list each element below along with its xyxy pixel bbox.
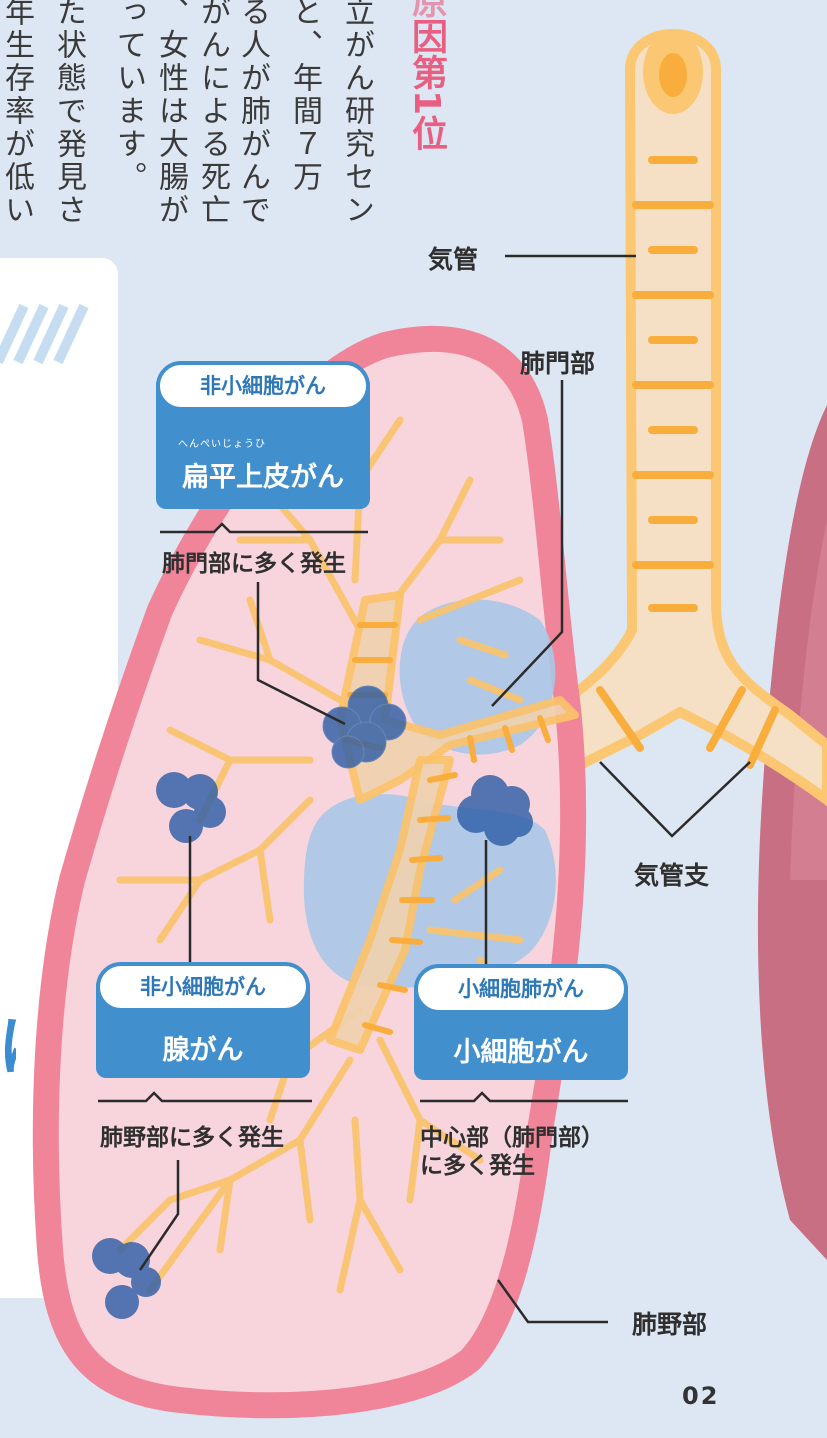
body-column-5: っています。 bbox=[111, 0, 146, 194]
accent-char-4: 位 bbox=[406, 115, 447, 152]
card-adeno: 非小細胞がん 腺がん bbox=[96, 962, 310, 1078]
card-adeno-name: 腺がん bbox=[162, 1035, 244, 1066]
leader-lines bbox=[98, 254, 751, 1324]
body-column-4: 、女性は大腸が bbox=[153, 0, 188, 227]
card-smallcell: 小細胞肺がん 小細胞がん bbox=[414, 964, 628, 1080]
body-column-0: 立がん研究セン bbox=[339, 0, 374, 227]
note-smallcell-line2: に多く発生 bbox=[420, 1153, 535, 1179]
note-smallcell-line1: 中心部（肺門部） bbox=[420, 1125, 604, 1151]
body-column-2: る人が肺がんで bbox=[235, 0, 270, 227]
tumor-center bbox=[457, 775, 533, 846]
card-squamous-category: 非小細胞がん bbox=[156, 361, 370, 411]
label-hilum: 肺門部 bbox=[520, 349, 596, 378]
tumor-hilum bbox=[322, 685, 407, 769]
card-smallcell-category: 小細胞肺がん bbox=[414, 964, 628, 1014]
body-column-3: がんによる死亡 bbox=[195, 0, 230, 227]
label-periphery: 肺野部 bbox=[632, 1310, 708, 1339]
note-adeno: 肺野部に多く発生 bbox=[100, 1125, 284, 1151]
card-smallcell-name: 小細胞がん bbox=[453, 1037, 589, 1068]
body-column-7: 年生存率が低い bbox=[0, 0, 34, 227]
accent-char-0: 原 bbox=[406, 0, 447, 18]
card-squamous-ruby: へんぺいじょうひ bbox=[178, 439, 266, 450]
label-trachea: 気管 bbox=[428, 245, 479, 274]
card-adeno-category: 非小細胞がん bbox=[96, 962, 310, 1012]
trachea bbox=[499, 29, 827, 809]
note-squamous: 肺門部に多く発生 bbox=[162, 551, 346, 577]
bronchial-branches bbox=[116, 416, 534, 1294]
card-squamous-name: 扁平上皮がん bbox=[182, 462, 344, 493]
accent-char-3: 1 bbox=[406, 90, 447, 116]
accent-char-2: 第 bbox=[406, 54, 447, 90]
tumor-periphery-upper bbox=[156, 772, 226, 843]
label-bronchi: 気管支 bbox=[634, 861, 710, 890]
body-column-1: と、年間７万 bbox=[287, 0, 322, 194]
body-column-6: た状態で発見さ bbox=[51, 0, 86, 227]
page-number: 02 bbox=[682, 1382, 720, 1410]
card-squamous: 非小細胞がん へんぺいじょうひ 扁平上皮がん bbox=[156, 361, 370, 509]
accent-char-1: 因 bbox=[406, 18, 447, 54]
accent-headline: 原因第1位 bbox=[406, 0, 447, 152]
side-panel-partial-char: に bbox=[0, 1016, 16, 1080]
main-bronchus bbox=[326, 591, 579, 1054]
panel-stripes bbox=[0, 303, 89, 365]
